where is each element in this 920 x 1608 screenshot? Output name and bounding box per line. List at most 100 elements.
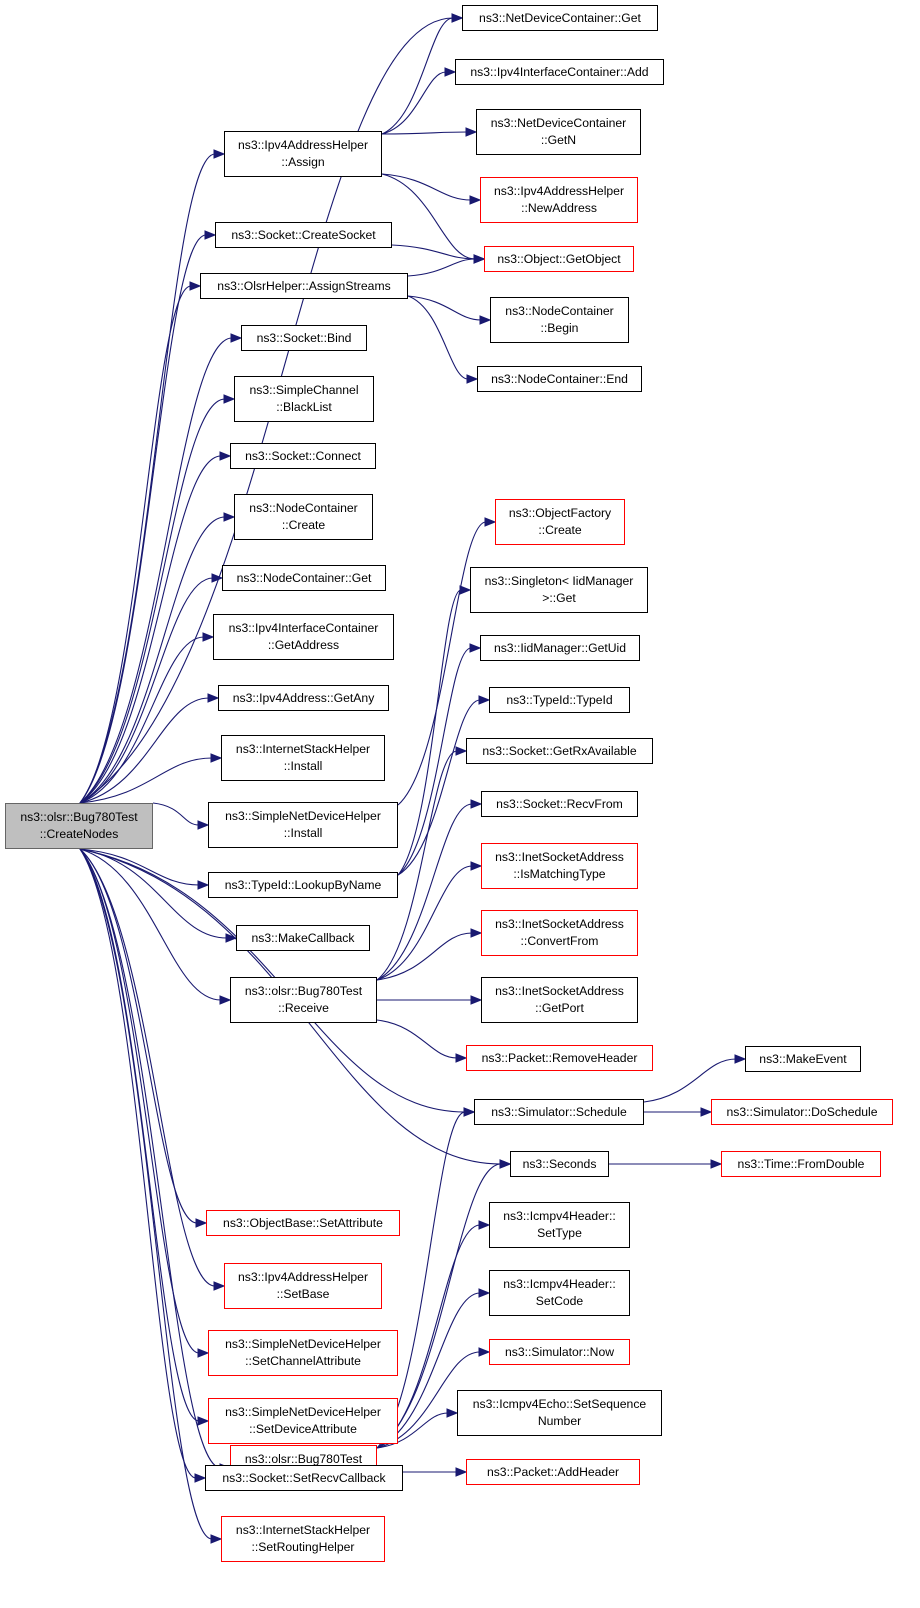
node-ipv4address-getany[interactable]: ns3::Ipv4Address::GetAny <box>218 685 389 711</box>
node-iidmanager-getuid[interactable]: ns3::IidManager::GetUid <box>480 635 640 661</box>
node-socket-recvfrom[interactable]: ns3::Socket::RecvFrom <box>481 791 638 817</box>
edge-arrowhead <box>478 1220 491 1230</box>
edge-simulator-schedule-to-makeevent <box>643 1058 737 1103</box>
node-socket-connect[interactable]: ns3::Socket::Connect <box>230 443 376 469</box>
node-inetsock-getport[interactable]: ns3::InetSocketAddress::GetPort <box>481 977 638 1023</box>
node-typeid-typeid[interactable]: ns3::TypeId::TypeId <box>489 687 630 713</box>
edge-arrowhead <box>223 512 236 522</box>
edge-arrowhead <box>225 933 238 943</box>
node-packet-addheader[interactable]: ns3::Packet::AddHeader <box>466 1459 640 1485</box>
node-label-line: ns3::MakeCallback <box>251 930 355 945</box>
edge-arrowhead <box>470 861 483 871</box>
edge-arrowhead <box>194 1473 207 1483</box>
node-inetsock-convertfrom[interactable]: ns3::InetSocketAddress::ConvertFrom <box>481 910 638 956</box>
node-nodecontainer-get[interactable]: ns3::NodeContainer::Get <box>222 565 386 591</box>
node-label-line: ns3::Icmpv4Echo::SetSequence <box>472 1397 647 1411</box>
node-label-line: ns3::InetSocketAddress <box>495 850 624 864</box>
node-label-line: ns3::Icmpv4Header:: <box>503 1277 616 1291</box>
node-internetstack-install[interactable]: ns3::InternetStackHelper::Install <box>221 735 385 781</box>
node-singleton-get[interactable]: ns3::Singleton< IidManager>::Get <box>470 567 648 613</box>
node-label-line: ::Install <box>283 759 323 773</box>
node-label-line: ns3::Socket::GetRxAvailable <box>482 743 637 758</box>
node-time-fromdouble[interactable]: ns3::Time::FromDouble <box>721 1151 881 1177</box>
edge-arrowhead <box>469 643 482 653</box>
edge-ipv4addrhelper-assign-to-ipv4addrhelper-newaddress <box>381 173 472 201</box>
node-makecallback[interactable]: ns3::MakeCallback <box>236 925 370 951</box>
node-simplechannel-blacklist[interactable]: ns3::SimpleChannel::BlackList <box>234 376 374 422</box>
node-object-getobject[interactable]: ns3::Object::GetObject <box>484 246 634 272</box>
node-olsrhelper-assignstreams[interactable]: ns3::OlsrHelper::AssignStreams <box>200 273 408 299</box>
edge-arrowhead <box>210 1534 223 1544</box>
edge-typeid-lookupbyname-to-typeid-typeid <box>397 699 481 876</box>
edge-arrowhead <box>479 315 492 325</box>
node-label-line: ns3::Time::FromDouble <box>737 1156 865 1171</box>
edge-arrowhead <box>197 880 210 890</box>
node-simplenetdev-setchannelattr[interactable]: ns3::SimpleNetDeviceHelper::SetChannelAt… <box>208 1330 398 1376</box>
node-ipv4ifcont-getaddress[interactable]: ns3::Ipv4InterfaceContainer::GetAddress <box>213 614 394 660</box>
node-simplenetdev-install[interactable]: ns3::SimpleNetDeviceHelper::Install <box>208 802 398 848</box>
edge-root-to-ipv4ifcont-getaddress <box>79 636 205 804</box>
node-label-line: ns3::Ipv4InterfaceContainer <box>228 621 379 635</box>
node-label-line: ns3::Simulator::Now <box>504 1344 615 1359</box>
node-ipv4addrhelper-setbase[interactable]: ns3::Ipv4AddressHelper::SetBase <box>224 1263 382 1309</box>
node-simulator-schedule[interactable]: ns3::Simulator::Schedule <box>474 1099 644 1125</box>
node-ipv4addrhelper-newaddress[interactable]: ns3::Ipv4AddressHelper::NewAddress <box>480 177 638 223</box>
edge-arrowhead <box>478 1347 491 1357</box>
node-internetstack-setrouting[interactable]: ns3::InternetStackHelper::SetRoutingHelp… <box>221 1516 385 1562</box>
node-label-line: ns3::OlsrHelper::AssignStreams <box>217 278 391 293</box>
node-simplenetdev-setdeviceattr[interactable]: ns3::SimpleNetDeviceHelper::SetDeviceAtt… <box>208 1398 398 1444</box>
node-label-line: ns3::olsr::Bug780Test <box>244 1452 363 1466</box>
node-socket-getrxavailable[interactable]: ns3::Socket::GetRxAvailable <box>466 738 653 764</box>
edge-arrowhead <box>734 1054 747 1064</box>
edge-root-to-simplenetdev-setdeviceattr <box>79 848 200 1422</box>
node-typeid-lookupbyname[interactable]: ns3::TypeId::LookupByName <box>208 872 398 898</box>
node-ipv4addrhelper-assign[interactable]: ns3::Ipv4AddressHelper::Assign <box>224 131 382 177</box>
edge-root-to-internetstack-setrouting <box>79 848 213 1540</box>
edge-root-to-olsrhelper-assignstreams <box>79 285 192 804</box>
edge-arrowhead <box>223 394 236 404</box>
edge-root-to-seconds <box>79 848 502 1165</box>
node-icmpv4header-settype[interactable]: ns3::Icmpv4Header::SetType <box>489 1202 630 1248</box>
node-makeevent[interactable]: ns3::MakeEvent <box>745 1046 861 1072</box>
node-label-line: ns3::Ipv4AddressHelper <box>237 1270 369 1284</box>
edge-bug780-receive-to-socket-getrxavailable <box>376 750 458 981</box>
node-label-line: ns3::olsr::Bug780Test <box>20 810 138 824</box>
node-label-line: ns3::Socket::Bind <box>256 330 352 345</box>
node-nodecontainer-begin[interactable]: ns3::NodeContainer::Begin <box>490 297 629 343</box>
edge-root-to-ipv4addrhelper-setbase <box>79 848 216 1287</box>
edge-root-to-objectbase-setattribute <box>79 848 198 1224</box>
node-root[interactable]: ns3::olsr::Bug780Test::CreateNodes <box>5 803 153 849</box>
node-ipv4ifcont-add[interactable]: ns3::Ipv4InterfaceContainer::Add <box>455 59 664 85</box>
node-label-line: ::SetChannelAttribute <box>245 1354 361 1368</box>
node-socket-createsocket[interactable]: ns3::Socket::CreateSocket <box>215 222 392 248</box>
node-simulator-now[interactable]: ns3::Simulator::Now <box>489 1339 630 1365</box>
node-objectbase-setattribute[interactable]: ns3::ObjectBase::SetAttribute <box>206 1210 400 1236</box>
node-objectfactory-create[interactable]: ns3::ObjectFactory::Create <box>495 499 625 545</box>
node-netdevcont-get[interactable]: ns3::NetDeviceContainer::Get <box>462 5 658 31</box>
edge-bug780-receive-to-inetsock-convertfrom <box>376 932 473 981</box>
node-nodecontainer-create[interactable]: ns3::NodeContainer::Create <box>234 494 373 540</box>
edge-arrowhead <box>484 517 497 527</box>
node-nodecontainer-end[interactable]: ns3::NodeContainer::End <box>477 366 642 392</box>
node-label-line: ns3::NodeContainer::Get <box>236 570 372 585</box>
node-inetsock-ismatchingtype[interactable]: ns3::InetSocketAddress::IsMatchingType <box>481 843 638 889</box>
edge-arrowhead <box>197 1348 210 1358</box>
node-label-line: ns3::NodeContainer::End <box>491 371 628 386</box>
node-netdevcont-getn[interactable]: ns3::NetDeviceContainer::GetN <box>476 109 641 155</box>
node-seconds[interactable]: ns3::Seconds <box>510 1151 609 1177</box>
node-label-line: ns3::InetSocketAddress <box>495 984 624 998</box>
node-icmpv4header-setcode[interactable]: ns3::Icmpv4Header::SetCode <box>489 1270 630 1316</box>
edge-root-to-internetstack-install <box>79 757 213 804</box>
node-simulator-doschedule[interactable]: ns3::Simulator::DoSchedule <box>711 1099 893 1125</box>
node-label-line: ::Receive <box>278 1001 329 1015</box>
node-socket-setrecvcallback[interactable]: ns3::Socket::SetRecvCallback <box>205 1465 403 1491</box>
node-packet-removeheader[interactable]: ns3::Packet::RemoveHeader <box>466 1045 653 1071</box>
node-bug780-receive[interactable]: ns3::olsr::Bug780Test::Receive <box>230 977 377 1023</box>
node-socket-bind[interactable]: ns3::Socket::Bind <box>241 325 367 351</box>
node-label-line: SetCode <box>535 1294 584 1308</box>
edge-arrowhead <box>473 254 486 264</box>
node-label-line: ns3::InetSocketAddress <box>495 917 624 931</box>
node-label-line: ns3::InternetStackHelper <box>235 1523 371 1537</box>
edge-arrowhead <box>470 995 483 1005</box>
